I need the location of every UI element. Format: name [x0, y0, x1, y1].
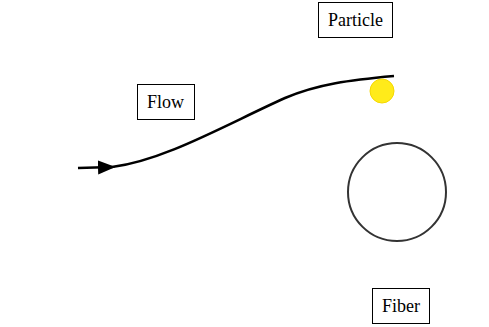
- label-box: Flow: [137, 84, 195, 120]
- label-box: Particle: [318, 2, 393, 38]
- box-label: Particle: [328, 9, 383, 31]
- label-box: Fiber: [372, 288, 430, 324]
- box-label: Fiber: [382, 295, 420, 317]
- box-label: Flow: [147, 91, 185, 113]
- flow-arrow: [78, 167, 112, 168]
- flow-streamline: [112, 76, 394, 167]
- fiber-circle: [348, 143, 446, 241]
- particle-dot: [370, 79, 394, 103]
